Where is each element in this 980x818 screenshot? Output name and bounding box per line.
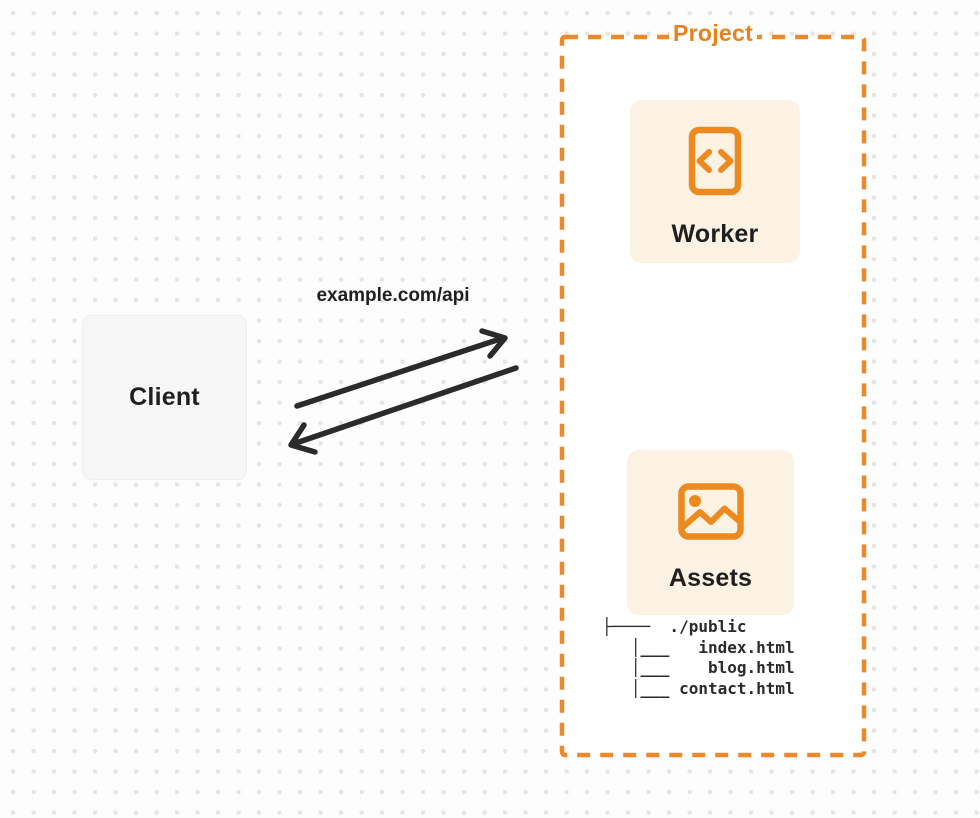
project-title-text: Project	[668, 20, 758, 47]
client-label: Client	[129, 383, 200, 411]
request-url-label: example.com/api	[316, 285, 470, 306]
code-file-icon	[688, 126, 742, 196]
response-arrow	[288, 365, 519, 455]
assets-node: Assets	[627, 450, 794, 615]
assets-label: Assets	[668, 564, 753, 592]
assets-file-tree: ├──── ./public │___ index.html │___ blog…	[602, 617, 795, 698]
client-node: Client	[82, 315, 247, 480]
response-arrowhead	[288, 422, 318, 455]
project-group-title: Project	[560, 20, 866, 47]
request-arrowhead	[479, 328, 508, 359]
image-icon	[677, 483, 744, 540]
worker-node: Worker	[630, 100, 800, 263]
worker-label: Worker	[671, 220, 759, 248]
request-arrow	[294, 328, 508, 409]
